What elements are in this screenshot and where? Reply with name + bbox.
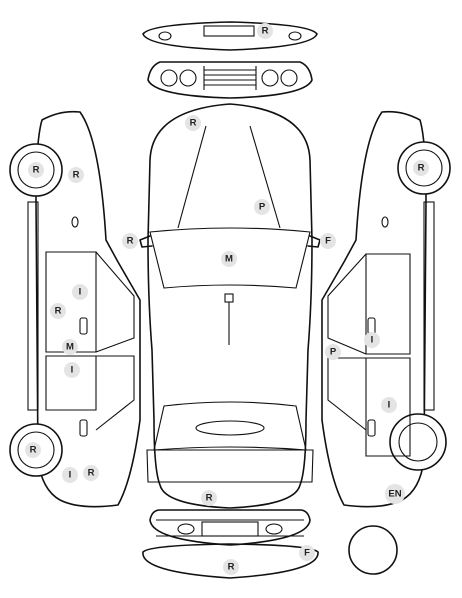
damage-marker-code: R (88, 468, 95, 479)
damage-marker-trunk-lid: R (201, 490, 217, 506)
damage-marker-left-rear-quarter-end: R (83, 465, 99, 481)
damage-marker-hood-right: P (254, 199, 270, 215)
damage-marker-badge (62, 339, 78, 355)
damage-marker-right-b-pillar: P (325, 344, 341, 360)
front-lights-view (149, 509, 311, 546)
damage-marker-code: I (79, 287, 82, 298)
damage-marker-badge (64, 362, 80, 378)
damage-marker-front-bumper-right: F (299, 545, 315, 561)
car-top-view (139, 103, 321, 509)
damage-marker-code: R (190, 118, 197, 129)
damage-marker-left-rear-door: I (64, 362, 80, 378)
rear-bumper-view (142, 21, 318, 51)
damage-marker-code: M (66, 342, 74, 353)
damage-marker-code: I (371, 335, 374, 346)
damage-marker-badge (385, 484, 405, 504)
damage-marker-code: I (69, 470, 72, 481)
damage-marker-code: M (225, 254, 233, 265)
damage-marker-right-rear-quarter: EN (385, 484, 405, 504)
damage-marker-code: R (418, 163, 425, 174)
damage-marker-code: R (262, 26, 269, 37)
damage-marker-badge (364, 332, 380, 348)
damage-marker-code: R (73, 170, 80, 181)
damage-marker-code: I (388, 400, 391, 411)
damage-marker-code: R (33, 165, 40, 176)
damage-marker-code: F (325, 236, 331, 247)
damage-marker-badge (320, 233, 336, 249)
damage-marker-badge (201, 490, 217, 506)
rear-lights-view (147, 61, 313, 99)
damage-marker-badge (257, 23, 273, 39)
damage-marker-code: I (71, 365, 74, 376)
damage-marker-left-front-fender: R (68, 167, 84, 183)
damage-marker-badge (185, 115, 201, 131)
front-bumper-view (142, 543, 319, 579)
damage-marker-badge (62, 467, 78, 483)
damage-marker-badge (50, 303, 66, 319)
damage-marker-right-front-wheel: R (413, 160, 429, 176)
damage-marker-badge (325, 344, 341, 360)
damage-marker-code: R (55, 306, 62, 317)
damage-marker-code: R (228, 562, 235, 573)
damage-marker-left-rear-wheel: R (25, 442, 41, 458)
damage-marker-code: P (330, 347, 337, 358)
damage-marker-code: R (30, 445, 37, 456)
damage-marker-badge (25, 442, 41, 458)
damage-marker-badge (413, 160, 429, 176)
damage-marker-code: R (206, 493, 213, 504)
damage-marker-hood: R (185, 115, 201, 131)
damage-marker-badge (122, 233, 138, 249)
damage-marker-badge (72, 284, 88, 300)
damage-marker-badge (299, 545, 315, 561)
damage-marker-badge (28, 162, 44, 178)
damage-marker-code: F (304, 548, 310, 559)
damage-marker-right-front-door: I (364, 332, 380, 348)
damage-marker-left-front-wheel: R (28, 162, 44, 178)
damage-marker-front-bumper: R (223, 559, 239, 575)
damage-marker-windshield: M (221, 251, 237, 267)
damage-marker-right-rear-door: I (381, 397, 397, 413)
damage-marker-badge (223, 559, 239, 575)
damage-marker-right-mirror: F (320, 233, 336, 249)
damage-marker-badge (83, 465, 99, 481)
damage-marker-badge (68, 167, 84, 183)
spare-wheel-icon (348, 525, 398, 575)
damage-marker-badge (254, 199, 270, 215)
left-side-view (9, 110, 141, 508)
damage-marker-rear-bumper-top: R (257, 23, 273, 39)
damage-marker-left-b-pillar: M (62, 339, 78, 355)
damage-markers: R R R R R P R F M I R M P I I I R I R R EN F R (25, 23, 429, 575)
right-side-view (321, 110, 451, 508)
damage-marker-badge (221, 251, 237, 267)
damage-marker-code: EN (388, 489, 401, 500)
damage-marker-code: R (127, 236, 134, 247)
damage-marker-left-front-door: R (50, 303, 66, 319)
damage-marker-code: P (259, 202, 266, 213)
damage-marker-left-front-door-upper: I (72, 284, 88, 300)
damage-marker-left-mirror: R (122, 233, 138, 249)
damage-marker-left-rear-quarter: I (62, 467, 78, 483)
damage-marker-badge (381, 397, 397, 413)
